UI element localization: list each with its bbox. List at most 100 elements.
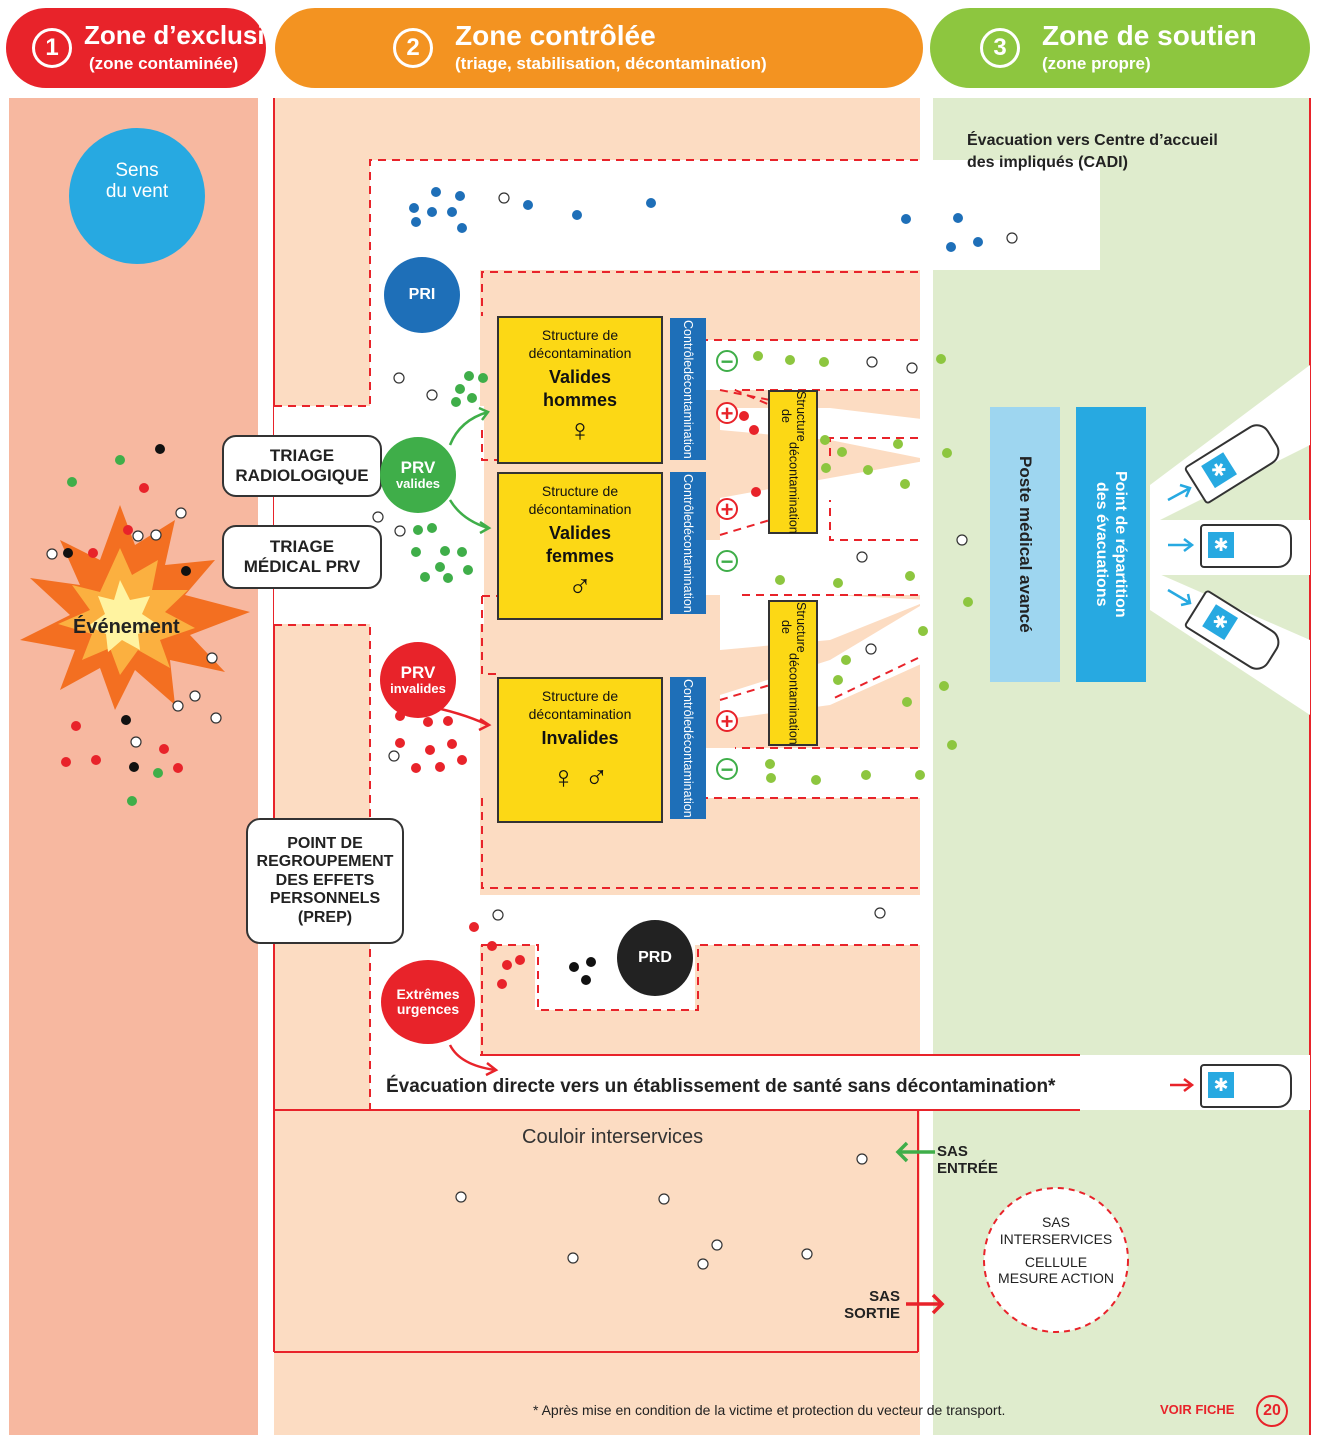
victim-dot	[372, 511, 384, 523]
victim-dot	[581, 975, 591, 985]
pri-badge: PRI	[384, 257, 460, 333]
footnote: * Après mise en condition de la victime …	[533, 1402, 1006, 1418]
victim-dot	[447, 207, 457, 217]
victim-dot	[426, 389, 438, 401]
ambulance-arrows	[1167, 483, 1195, 607]
wind-direction-badge: Sens du vent	[69, 128, 205, 264]
minus-icon: −	[716, 350, 738, 373]
zone-1-number: 1	[32, 28, 72, 68]
ambulance-cross: ✱	[1208, 1072, 1234, 1098]
fiche-number-badge[interactable]: 20	[1256, 1395, 1288, 1427]
victim-dot	[153, 768, 163, 778]
victim-dot	[902, 697, 912, 707]
plus-icon: +	[716, 710, 738, 733]
zone-3-number: 3	[980, 28, 1020, 68]
victim-dot	[711, 1239, 723, 1251]
victim-dot	[497, 979, 507, 989]
triage-medical: TRIAGE MÉDICAL PRV	[222, 525, 382, 589]
victim-dot	[123, 525, 133, 535]
zone-3-subtitle: (zone propre)	[1042, 54, 1151, 73]
poste-medical-avance: Poste médical avancé	[990, 407, 1060, 682]
dashed-boundaries	[274, 159, 919, 1110]
victim-dot	[132, 530, 144, 542]
victim-dot	[956, 534, 968, 546]
triage-radiologique-line1: TRIAGE	[269, 446, 335, 466]
victim-dot	[91, 755, 101, 765]
victim-dot	[394, 525, 406, 537]
victim-dot	[821, 463, 831, 473]
sas-interservices-line1: SAS	[1041, 1214, 1070, 1230]
victim-dot	[175, 507, 187, 519]
event-label: Événement	[73, 616, 180, 638]
victim-dot	[435, 762, 445, 772]
support-zone-area	[933, 98, 1310, 1435]
victim-dot	[973, 237, 983, 247]
victim-dot	[393, 372, 405, 384]
victim-dot	[388, 750, 400, 762]
victim-dot	[127, 796, 137, 806]
victim-dot	[861, 770, 871, 780]
victim-dot	[71, 721, 81, 731]
victim-dot	[46, 548, 58, 560]
victim-dot	[901, 214, 911, 224]
victim-dot	[753, 351, 763, 361]
triage-radiologique-line2: RADIOLOGIQUE	[235, 466, 369, 485]
zone-1-header: 1 Zone d’exclusion (zone contaminée)	[6, 8, 296, 88]
sas-interservices-line3: CELLULE	[1024, 1253, 1088, 1270]
victim-dot	[61, 757, 71, 767]
victim-dot	[765, 759, 775, 769]
victim-dot	[172, 700, 184, 712]
prv-valides-line2: valides	[395, 476, 441, 492]
victim-dot	[819, 357, 829, 367]
victim-dot	[210, 712, 222, 724]
extremes-line2: urgences	[396, 1001, 460, 1017]
victim-dot	[121, 715, 131, 725]
victim-dot	[420, 572, 430, 582]
victim-dot	[447, 739, 457, 749]
evacuation-directe-label: Évacuation directe vers un établissement…	[386, 1076, 1056, 1097]
victim-dot	[963, 597, 973, 607]
victim-dot	[129, 762, 139, 772]
victim-dot	[801, 1248, 813, 1260]
triage-radiologique: TRIAGE RADIOLOGIQUE	[222, 435, 382, 497]
sas-interservices-line2: INTERSERVICES	[999, 1230, 1113, 1247]
female-male-symbol-icon: ♀ ♂	[551, 758, 609, 795]
victim-dot	[455, 1191, 467, 1203]
victim-dot	[159, 744, 169, 754]
victim-dot	[785, 355, 795, 365]
plus-icon: +	[716, 402, 738, 425]
victim-dot	[775, 575, 785, 585]
victim-dot	[63, 548, 73, 558]
victim-dot	[431, 187, 441, 197]
zone-2-number: 2	[393, 28, 433, 68]
victim-dot	[464, 371, 474, 381]
victim-dot	[586, 957, 596, 967]
victim-dot	[130, 736, 142, 748]
victim-dot	[739, 411, 749, 421]
sas-interservices-label: SAS INTERSERVICES CELLULE MESURE ACTION	[986, 1214, 1126, 1287]
victim-dot	[833, 578, 843, 588]
victim-dot	[115, 455, 125, 465]
victim-dot	[697, 1258, 709, 1270]
victim-dot	[658, 1193, 670, 1205]
triage-medical-line1: TRIAGE	[269, 537, 335, 557]
victim-dot	[893, 439, 903, 449]
couloir-interservices-label: Couloir interservices	[522, 1126, 704, 1148]
victim-dot	[443, 573, 453, 583]
prep-line2: REGROUPEMENT	[256, 853, 394, 871]
structure-title: Invalides	[541, 728, 619, 749]
wind-line2: du vent	[105, 180, 169, 202]
zone-1-title: Zone d’exclusion	[84, 20, 297, 50]
victim-dot	[411, 217, 421, 227]
voir-fiche-link[interactable]: VOIR FICHE	[1160, 1402, 1235, 1417]
victim-dot	[856, 1153, 868, 1165]
cadi-line2: des impliqués (CADI)	[967, 154, 1128, 172]
victim-dot	[863, 465, 873, 475]
victim-dot	[463, 565, 473, 575]
sas-sortie-line2: SORTIE	[844, 1305, 900, 1323]
